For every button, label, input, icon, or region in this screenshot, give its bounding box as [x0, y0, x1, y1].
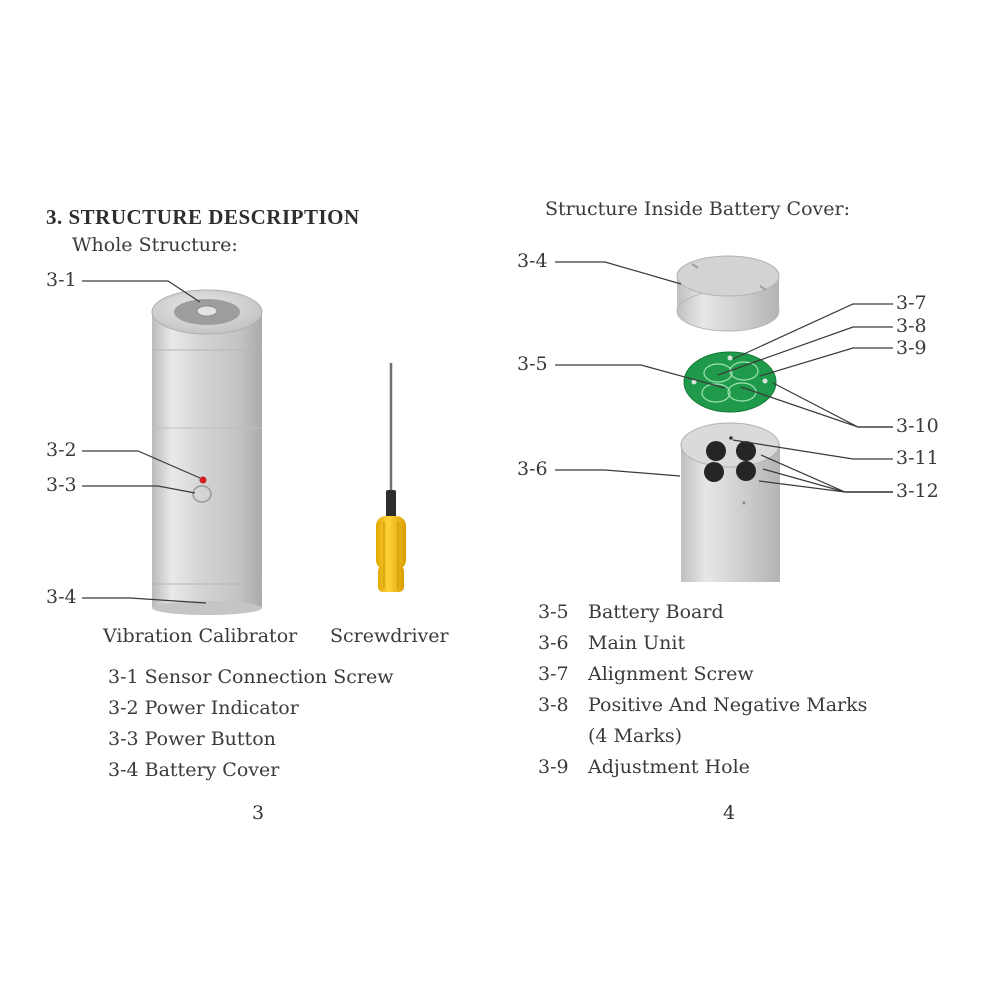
legend-item-3-8: 3-8 Positive And Negative Marks [538, 694, 867, 716]
vibration-calibrator-image [151, 289, 263, 615]
callout-3-4: 3-4 [46, 586, 77, 608]
callout-3-10: 3-10 [896, 415, 939, 437]
legend-item-3-8-continued: (4 Marks) [538, 725, 682, 747]
callout-3-5: 3-5 [517, 353, 548, 375]
legend-item-3-1: 3-1 Sensor Connection Screw [108, 666, 394, 688]
legend-code: 3-8 [538, 694, 569, 716]
legend-item-3-6: 3-6 Main Unit [538, 632, 685, 654]
inside-cover-subheading: Structure Inside Battery Cover: [545, 198, 850, 220]
callout-3-9: 3-9 [896, 337, 927, 359]
legend-text: Battery Board [588, 601, 724, 623]
callout-3-3: 3-3 [46, 474, 77, 496]
legend-item-3-9: 3-9 Adjustment Hole [538, 756, 750, 778]
power-indicator-light [199, 476, 207, 484]
legend-item-3-5: 3-5 Battery Board [538, 601, 724, 623]
legend-item-3-7: 3-7 Alignment Screw [538, 663, 754, 685]
screwdriver-image [376, 363, 406, 592]
legend-text: (4 Marks) [588, 725, 683, 747]
whole-structure-subheading: Whole Structure: [72, 234, 238, 256]
legend-item-3-3: 3-3 Power Button [108, 728, 276, 750]
right-leader-lines [555, 261, 893, 493]
callout-3-8: 3-8 [896, 315, 927, 337]
legend-item-3-4: 3-4 Battery Cover [108, 759, 280, 781]
legend-text: Main Unit [588, 632, 686, 654]
left-leader-lines [82, 280, 207, 604]
power-button [192, 485, 212, 503]
callout-3-12: 3-12 [896, 480, 939, 502]
battery-cover-cap-image [676, 255, 780, 332]
callout-3-6: 3-6 [517, 458, 548, 480]
device-caption: Vibration Calibrator [103, 625, 298, 647]
legend-code: 3-9 [538, 756, 569, 778]
callout-3-7: 3-7 [896, 292, 927, 314]
legend-text: Adjustment Hole [588, 756, 750, 778]
legend-code: 3-7 [538, 663, 569, 685]
legend-code: 3-5 [538, 601, 569, 623]
page-number-left: 3 [252, 802, 265, 824]
legend-item-3-2: 3-2 Power Indicator [108, 697, 299, 719]
section-heading: 3. STRUCTURE DESCRIPTION [46, 205, 360, 229]
tool-caption: Screwdriver [330, 625, 449, 647]
callout-3-1: 3-1 [46, 269, 77, 291]
legend-text: Positive And Negative Marks [588, 694, 868, 716]
page-number-right: 4 [723, 802, 736, 824]
battery-board-image [683, 351, 777, 413]
callout-3-11: 3-11 [896, 447, 939, 469]
main-unit-image [680, 422, 780, 582]
legend-text: Alignment Screw [588, 663, 754, 685]
callout-3-4-right: 3-4 [517, 250, 548, 272]
callout-3-2: 3-2 [46, 439, 77, 461]
legend-code: 3-6 [538, 632, 569, 654]
